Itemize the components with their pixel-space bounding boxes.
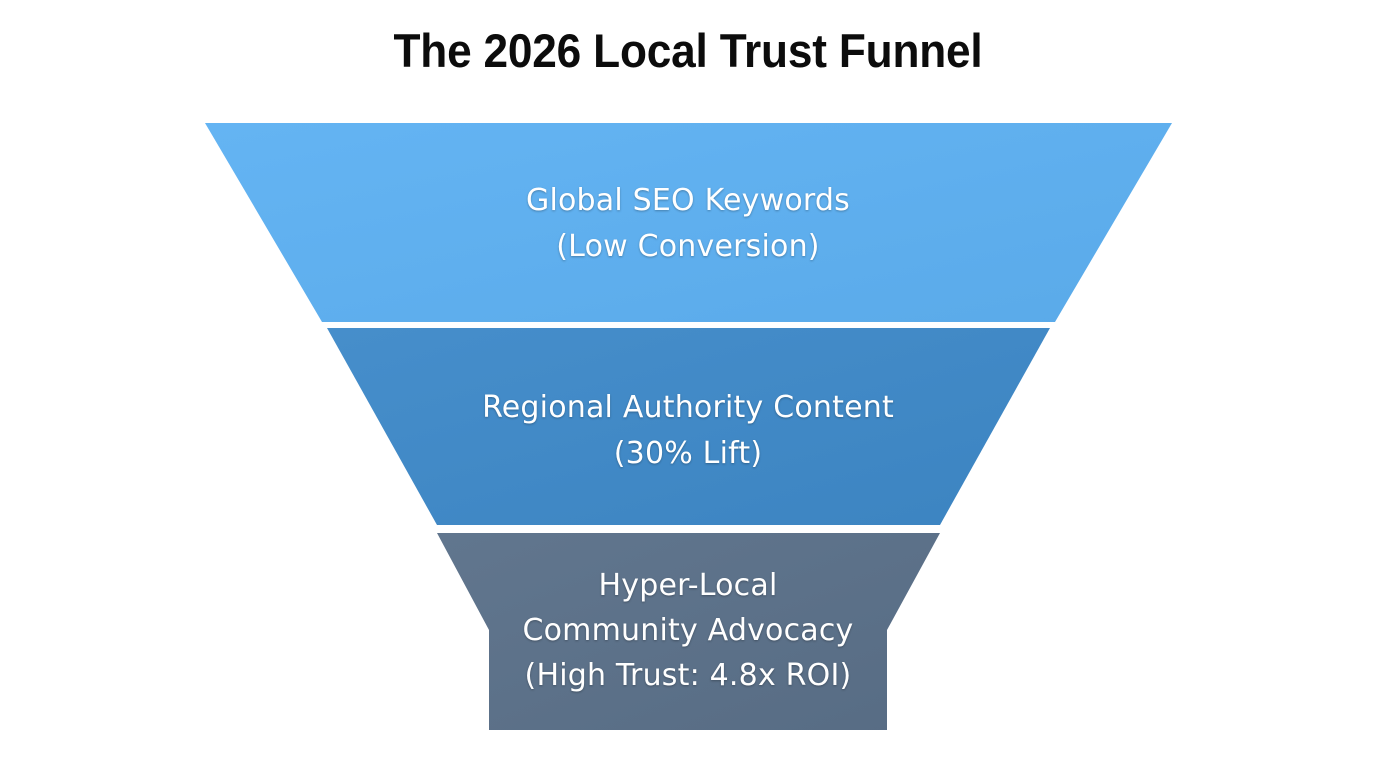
page-title: The 2026 Local Trust Funnel [393,24,983,77]
funnel-segment-3-shape[interactable] [437,533,940,730]
funnel-segment-1-shape[interactable] [205,123,1172,322]
funnel-segment-2-shape[interactable] [327,328,1050,525]
